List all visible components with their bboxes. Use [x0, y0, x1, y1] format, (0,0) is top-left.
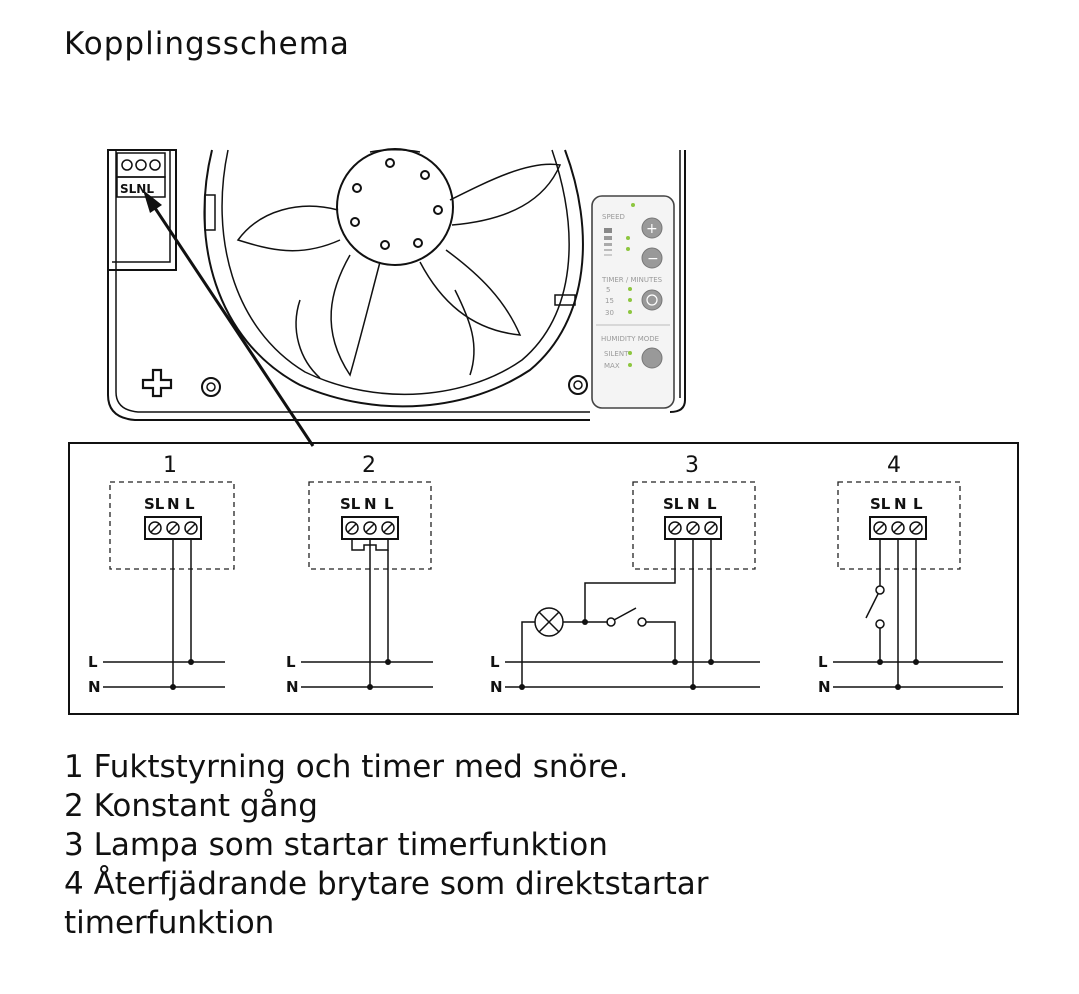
panel-mode-silent: SILENT — [604, 350, 629, 358]
pointer-arrow — [149, 201, 315, 447]
panel-timer-5: 5 — [606, 286, 610, 294]
control-panel: SPEED + − TIMER / MINUTES 5 15 30 HUMIDI… — [591, 195, 675, 409]
legend-item-3: 3 Lampa som startar timerfunktion — [64, 827, 608, 863]
fan-unit: SLNL — [107, 148, 686, 447]
page-title: Kopplingsschema — [64, 26, 350, 62]
terminal-n: N — [364, 495, 377, 513]
diagram-1: 1 SL N L L N — [88, 453, 235, 696]
diagram-3: 3 SL N L L N — [490, 453, 760, 696]
line-label-l: L — [818, 653, 828, 671]
terminal-l: L — [913, 495, 923, 513]
line-label-l: L — [286, 653, 296, 671]
line-label-n: N — [490, 678, 503, 696]
legend-item-2: 2 Konstant gång — [64, 788, 318, 824]
terminal-sl: SL — [340, 495, 361, 513]
diagram-4: 4 SL N L L N — [818, 453, 1003, 696]
terminal-housing: SLNL — [107, 149, 177, 271]
panel-timer-15: 15 — [605, 297, 614, 305]
speed-plus-icon — [641, 217, 663, 239]
terminal-sl: SL — [663, 495, 684, 513]
diagram-number-1: 1 — [163, 453, 177, 478]
terminal-n: N — [687, 495, 700, 513]
line-label-l: L — [490, 653, 500, 671]
terminal-l: L — [707, 495, 717, 513]
legend-item-4: 4 Återfjädrande brytare som direktstarta… — [64, 866, 709, 902]
momentary-switch-icon — [865, 585, 885, 629]
line-label-l: L — [88, 653, 98, 671]
terminal-l: L — [384, 495, 394, 513]
switch-icon — [606, 607, 647, 627]
mounting-cross — [141, 368, 588, 398]
panel-speed-label: SPEED — [602, 213, 625, 221]
line-label-n: N — [88, 678, 101, 696]
terminal-l: L — [185, 495, 195, 513]
line-label-n: N — [818, 678, 831, 696]
timer-clock-icon — [641, 289, 663, 311]
legend-item-4-cont: timerfunktion — [64, 905, 275, 941]
panel-timer-30: 30 — [605, 309, 614, 317]
line-label-n: N — [286, 678, 299, 696]
legend-item-1: 1 Fuktstyrning och timer med snöre. — [64, 749, 629, 785]
panel-humidity-label: HUMIDITY MODE — [601, 335, 659, 343]
terminal-sl: SL — [870, 495, 891, 513]
svg-text:+: + — [646, 221, 658, 237]
panel-mode-max: MAX — [604, 362, 620, 370]
diagram-2: 2 SL N L L N — [286, 453, 433, 696]
terminal-n: N — [894, 495, 907, 513]
lamp-icon — [534, 607, 564, 637]
diagram-number-4: 4 — [887, 453, 901, 478]
terminal-sl: SL — [144, 495, 165, 513]
svg-text:−: − — [647, 251, 659, 267]
humidity-drop-icon — [641, 347, 663, 369]
terminal-n: N — [167, 495, 180, 513]
speed-minus-icon — [641, 247, 663, 269]
wiring-box — [68, 442, 1019, 715]
device-terminal-label: SLNL — [120, 182, 154, 196]
diagram-number-2: 2 — [362, 453, 376, 478]
diagram-number-3: 3 — [685, 453, 699, 478]
legend: 1 Fuktstyrning och timer med snöre. 2 Ko… — [64, 748, 709, 943]
panel-timer-label: TIMER / MINUTES — [601, 276, 663, 284]
